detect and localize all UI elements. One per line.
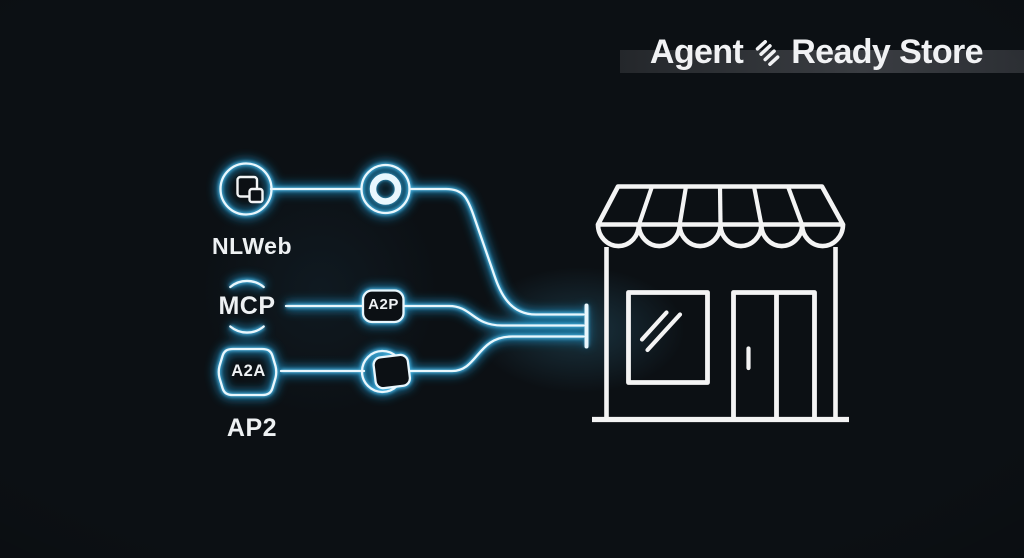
nlweb-label: NLWeb xyxy=(211,233,293,259)
awning-scallops xyxy=(595,222,846,249)
nlweb-merge-curve xyxy=(408,187,585,316)
window-reflection-lines xyxy=(639,310,683,353)
target-ring-icon xyxy=(360,163,411,215)
store-door xyxy=(731,290,817,422)
title-left: Agent xyxy=(649,33,744,71)
mcp-label: MCP xyxy=(218,292,276,320)
page-title: Agent Ready Store xyxy=(649,33,984,72)
overlapping-windows-icon xyxy=(236,175,264,204)
nlweb-node-circle xyxy=(219,162,273,216)
a2p-badge-label: A2P xyxy=(368,296,399,313)
target-ring-inner xyxy=(369,173,402,205)
storefront-icon xyxy=(592,184,849,423)
ap2-label: AP2 xyxy=(226,414,278,442)
store-window xyxy=(626,290,710,385)
triple-slash-icon xyxy=(752,39,782,66)
title-right: Ready Store xyxy=(791,33,983,71)
card-coin-icon-card xyxy=(372,353,412,390)
awning-stripes xyxy=(637,185,804,226)
a2a-badge-label: A2A xyxy=(231,362,266,380)
